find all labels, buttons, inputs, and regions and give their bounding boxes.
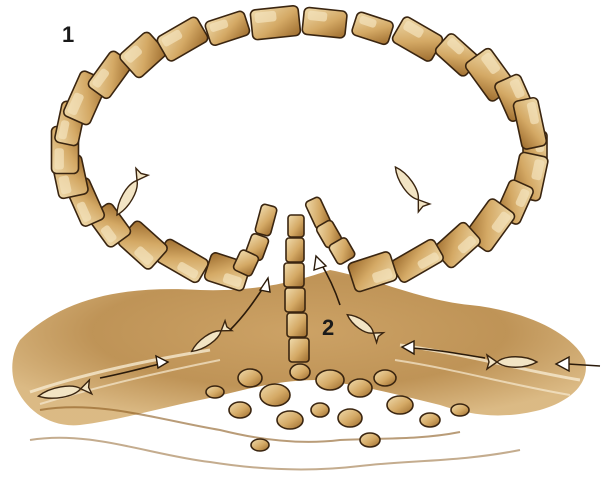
ring-stone: [391, 15, 444, 63]
ring-stone: [351, 11, 395, 46]
ring-stone-highlight: [254, 11, 277, 24]
fish-icon: [390, 163, 430, 212]
ring-stone: [390, 238, 445, 284]
label-1: 1: [62, 22, 74, 47]
label-2: 2: [322, 315, 334, 340]
ring-stone: [302, 7, 348, 38]
ring-stone-highlight: [55, 148, 64, 169]
